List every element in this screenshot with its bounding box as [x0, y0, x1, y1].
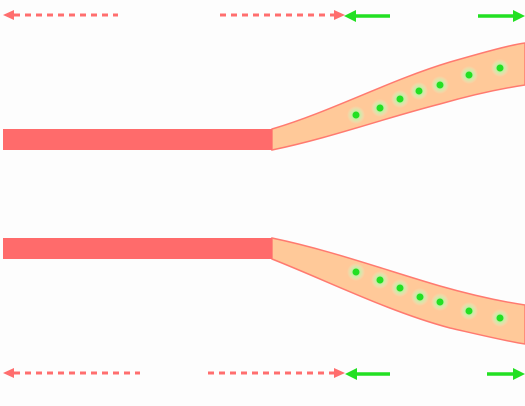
- upper-strip: [3, 129, 272, 150]
- glowing-particle-icon: [491, 309, 509, 327]
- arrowhead-left-icon: [345, 368, 357, 380]
- glowing-particle-icon: [460, 302, 478, 320]
- bottom-middle-dashed-arrow: [208, 368, 345, 378]
- glowing-particle-icon: [391, 279, 409, 297]
- top-green-right-arrow: [478, 10, 525, 22]
- glowing-particle-icon: [371, 99, 389, 117]
- top-middle-dashed-arrow: [220, 10, 345, 20]
- lower-strip: [3, 238, 272, 259]
- glowing-particle-icon: [391, 90, 409, 108]
- arrowhead-left-icon: [344, 10, 356, 22]
- glowing-particle-icon: [410, 82, 428, 100]
- glowing-particle-icon: [347, 263, 365, 281]
- arrowhead-right-icon: [334, 368, 345, 378]
- upper-particles: [347, 59, 509, 124]
- top-arrow-row: [3, 10, 525, 22]
- glowing-particle-icon: [491, 59, 509, 77]
- arrowhead-left-icon: [3, 368, 14, 378]
- glowing-particle-icon: [411, 288, 429, 306]
- bottom-left-dashed-arrow: [3, 368, 140, 378]
- top-green-left-arrow: [344, 10, 390, 22]
- top-left-dashed-arrow: [3, 10, 118, 20]
- lower-particles: [347, 263, 509, 327]
- arrowhead-right-icon: [513, 368, 525, 380]
- glowing-particle-icon: [431, 76, 449, 94]
- bottom-green-right-arrow: [487, 368, 525, 380]
- arrowhead-left-icon: [3, 10, 14, 20]
- bottom-arrow-row: [3, 368, 525, 380]
- glowing-particle-icon: [431, 293, 449, 311]
- arrowhead-right-icon: [513, 10, 525, 22]
- glowing-particle-icon: [460, 66, 478, 84]
- bottom-green-left-arrow: [345, 368, 390, 380]
- arrowhead-right-icon: [334, 10, 345, 20]
- glowing-particle-icon: [371, 271, 389, 289]
- glowing-particle-icon: [347, 106, 365, 124]
